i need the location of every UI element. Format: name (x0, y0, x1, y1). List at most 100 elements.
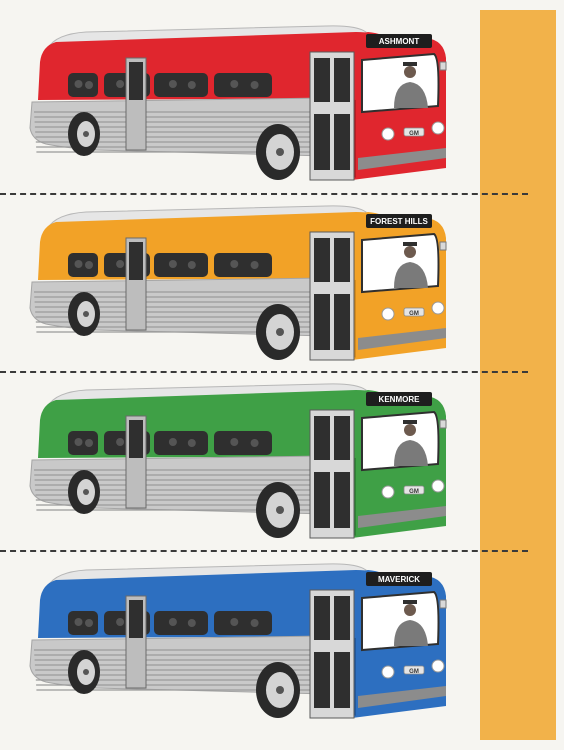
front-door-window (334, 114, 350, 170)
headlight (431, 301, 445, 315)
destination-sign-text: ASHMONT (379, 37, 420, 46)
passenger-silhouette (230, 438, 239, 446)
middle-door-window (129, 600, 143, 638)
dashed-divider (0, 193, 528, 195)
passenger-silhouette (74, 438, 83, 446)
passenger-window (154, 253, 208, 277)
headlight (381, 485, 395, 499)
passenger-silhouette (187, 439, 196, 447)
passenger-silhouette (187, 81, 196, 89)
headlight (431, 479, 445, 493)
front-door-window (314, 472, 330, 528)
bus-driver (394, 420, 428, 466)
front-door-window (314, 58, 330, 102)
gm-badge-text: GM (409, 131, 419, 137)
front-door-window (314, 416, 330, 460)
bus-drawing: KENMORE GM (29, 383, 447, 539)
passenger-window (214, 431, 272, 455)
passenger-silhouette (168, 438, 177, 446)
passenger-silhouette (168, 618, 177, 626)
bus-driver (394, 62, 428, 108)
destination-sign-text: MAVERICK (378, 575, 420, 584)
passenger-silhouette (230, 260, 239, 268)
rear-wheel (68, 650, 100, 694)
front-door-window (314, 238, 330, 282)
headlight (381, 307, 395, 321)
passenger-window (68, 253, 98, 277)
passenger-window (68, 611, 98, 635)
front-door-window (334, 238, 350, 282)
bus-driver (394, 600, 428, 646)
passenger-silhouette (250, 261, 259, 269)
headlight (381, 665, 395, 679)
passenger-window (154, 73, 208, 97)
front-door-window (334, 416, 350, 460)
front-door-window (334, 596, 350, 640)
passenger-silhouette (85, 261, 93, 269)
front-bumper (358, 686, 446, 708)
rear-wheel (68, 292, 100, 336)
passenger-silhouette (250, 619, 259, 627)
mirror (439, 599, 447, 609)
mirror (439, 241, 447, 251)
passenger-silhouette (116, 80, 125, 88)
mirror (439, 61, 447, 71)
passenger-window (154, 611, 208, 635)
bus-drawing: FOREST HILLS GM (29, 205, 447, 361)
passenger-silhouette (230, 618, 239, 626)
destination-sign (366, 572, 432, 586)
passenger-silhouette (116, 438, 125, 446)
front-bumper (358, 148, 446, 170)
dashed-divider (0, 550, 528, 552)
front-door-window (314, 596, 330, 640)
gm-badge-text: GM (409, 669, 419, 675)
front-bumper (358, 506, 446, 528)
passenger-silhouette (250, 81, 259, 89)
destination-sign-text: KENMORE (379, 395, 421, 404)
passenger-silhouette (116, 260, 125, 268)
passenger-window (68, 73, 98, 97)
gm-badge (403, 665, 425, 675)
front-door-window (314, 114, 330, 170)
bus-ashmont: ASHMONT GM (26, 18, 456, 190)
bus-drawing: MAVERICK GM (29, 563, 447, 719)
headlight (431, 659, 445, 673)
passenger-silhouette (187, 261, 196, 269)
rear-wheel (68, 112, 100, 156)
passenger-window (154, 431, 208, 455)
passenger-silhouette (74, 260, 83, 268)
mirror (439, 419, 447, 429)
passenger-silhouette (85, 81, 93, 89)
gm-badge (403, 307, 425, 317)
headlight (381, 127, 395, 141)
front-door-window (334, 652, 350, 708)
destination-sign (366, 34, 432, 48)
passenger-silhouette (230, 80, 239, 88)
bus-maverick: MAVERICK GM (26, 556, 456, 728)
middle-door-window (129, 420, 143, 458)
destination-sign (366, 392, 432, 406)
gm-badge-text: GM (409, 311, 419, 317)
passenger-silhouette (168, 80, 177, 88)
front-wheel (256, 124, 300, 180)
bus-kenmore: KENMORE GM (26, 376, 456, 548)
passenger-window (214, 253, 272, 277)
passenger-silhouette (168, 260, 177, 268)
passenger-silhouette (85, 439, 93, 447)
middle-door-window (129, 62, 143, 100)
passenger-silhouette (74, 80, 83, 88)
front-bumper (358, 328, 446, 350)
bus-driver (394, 242, 428, 288)
passenger-window (214, 73, 272, 97)
passenger-window (214, 611, 272, 635)
front-door-window (314, 294, 330, 350)
front-door-window (334, 294, 350, 350)
destination-sign-text: FOREST HILLS (370, 217, 428, 226)
front-wheel (256, 482, 300, 538)
bus-forest-hills: FOREST HILLS GM (26, 198, 456, 370)
front-door-window (334, 58, 350, 102)
rear-wheel (68, 470, 100, 514)
headlight (431, 121, 445, 135)
passenger-silhouette (116, 618, 125, 626)
bus-drawing: ASHMONT GM (29, 25, 447, 181)
